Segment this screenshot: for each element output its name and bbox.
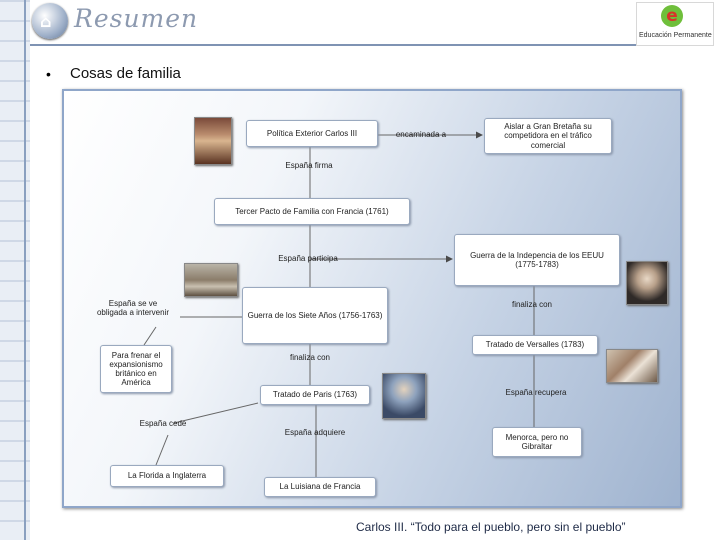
node-luisiana: La Luisiana de Francia — [264, 477, 376, 497]
label-espana-recupera: España recupera — [505, 388, 567, 397]
paris-treaty-portrait-image — [382, 373, 426, 419]
node-guerra-independencia-eeuu: Guerra de la Indepencia de los EEUU (177… — [454, 234, 620, 286]
node-tratado-paris: Tratado de Paris (1763) — [260, 385, 370, 405]
node-menorca: Menorca, pero no Gibraltar — [492, 427, 582, 457]
slide-caption: Carlos III. “Todo para el pueblo, pero s… — [356, 520, 626, 534]
brand-logo-text: Educación Permanente — [639, 32, 712, 39]
label-espana-adquiere: España adquiere — [284, 428, 346, 437]
node-florida: La Florida a Inglaterra — [110, 465, 224, 487]
brand-e-icon: e — [661, 5, 683, 27]
node-guerra-siete-anos: Guerra de los Siete Años (1756-1763) — [242, 287, 388, 344]
link-paris-cede — [173, 402, 259, 424]
washington-portrait-image — [626, 261, 668, 305]
node-aislar-gran-bretana: Aislar a Gran Bretaña su competidora en … — [484, 118, 612, 154]
node-politica-exterior: Política Exterior Carlos III — [246, 120, 378, 147]
label-finaliza-con-eeuu: finaliza con — [511, 300, 553, 309]
label-espana-participa: España participa — [278, 254, 338, 263]
label-finaliza-con-siete-anos: finaliza con — [289, 353, 331, 362]
label-espana-obligada: España se ve obligada a intervenir — [96, 299, 170, 318]
header-divider — [30, 44, 714, 46]
home-logo-icon[interactable]: ⌂ — [32, 3, 68, 39]
label-encaminada-a: encaminada a — [395, 130, 447, 139]
link-obligada-frenar — [143, 326, 157, 346]
bullet-text: Cosas de familia — [70, 65, 181, 82]
node-tratado-versalles: Tratado de Versalles (1783) — [472, 335, 598, 355]
brand-logo: e Educación Permanente — [636, 2, 714, 46]
concept-map: Política Exterior Carlos III Aislar a Gr… — [62, 89, 682, 508]
page-title: Resumen — [74, 4, 199, 33]
versailles-painting-image — [606, 349, 658, 383]
node-tercer-pacto: Tercer Pacto de Familia con Francia (176… — [214, 198, 410, 225]
side-divider-line — [24, 0, 26, 540]
label-espana-firma: España firma — [285, 161, 333, 170]
battle-painting-image — [184, 263, 238, 297]
link-cede-florida — [155, 434, 169, 466]
carlos-iii-portrait-image — [194, 117, 232, 165]
bullet-marker: • — [46, 66, 51, 82]
label-espana-cede: España cede — [139, 419, 187, 428]
node-frenar-expansionismo: Para frenar el expansionismo británico e… — [100, 345, 172, 393]
